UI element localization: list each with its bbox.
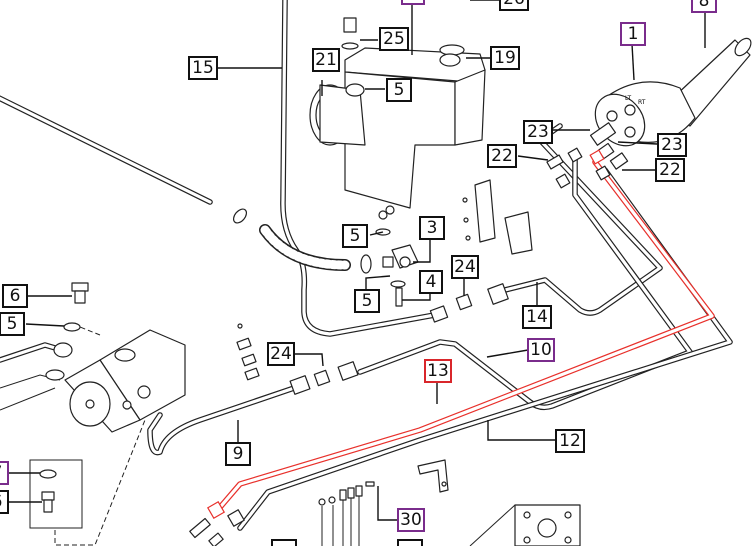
- banjo-fitting-3: [375, 210, 419, 307]
- callout-3[interactable]: 3: [419, 216, 445, 240]
- pipe-13-highlighted: [213, 159, 715, 515]
- svg-text:1: 1: [628, 24, 639, 44]
- callout-7[interactable]: 7: [0, 461, 9, 485]
- svg-text:25: 25: [383, 29, 405, 49]
- callout-24-lower[interactable]: 24: [267, 342, 295, 366]
- callout-6[interactable]: 6: [2, 284, 28, 308]
- callout-5-tank[interactable]: 5: [386, 78, 412, 102]
- svg-text:22: 22: [659, 160, 681, 180]
- callout-21[interactable]: 21: [312, 48, 340, 72]
- callout-bottom-mid[interactable]: [397, 539, 423, 546]
- steering-valve-unit: LT RT: [589, 37, 752, 170]
- svg-text:7: 7: [0, 463, 2, 483]
- callout-5-hose[interactable]: 5: [342, 224, 368, 248]
- callout-23-right[interactable]: 23: [657, 133, 687, 157]
- svg-text:23: 23: [661, 135, 683, 155]
- callout-26[interactable]: 26: [499, 0, 529, 11]
- callout-22-right[interactable]: 22: [655, 158, 685, 182]
- small-bracket: [417, 459, 449, 493]
- svg-text:8: 8: [699, 0, 710, 11]
- oil-tank: [309, 44, 486, 215]
- callout-6-left[interactable]: 6: [0, 490, 9, 514]
- callout-15[interactable]: 15: [188, 56, 218, 80]
- svg-text:13: 13: [427, 361, 449, 381]
- svg-text:3: 3: [427, 218, 438, 238]
- svg-text:19: 19: [494, 48, 516, 68]
- callout-9[interactable]: 9: [225, 442, 251, 466]
- svg-text:10: 10: [530, 340, 552, 360]
- callout-19[interactable]: 19: [490, 46, 520, 70]
- valve-marking-rt: RT: [638, 99, 646, 106]
- callout-12[interactable]: 12: [555, 429, 585, 453]
- callout-4[interactable]: 4: [419, 270, 443, 294]
- callout-top-purple[interactable]: [401, 0, 425, 5]
- pipe-9: [147, 383, 303, 456]
- svg-text:6: 6: [0, 492, 2, 512]
- svg-text:5: 5: [350, 226, 361, 246]
- callout-14[interactable]: 14: [522, 305, 552, 329]
- svg-text:12: 12: [559, 431, 581, 451]
- svg-text:6: 6: [10, 286, 21, 306]
- callout-8[interactable]: 8: [691, 0, 717, 13]
- svg-text:24: 24: [454, 257, 476, 277]
- adapter-24-lower: [289, 361, 359, 395]
- svg-text:5: 5: [362, 291, 373, 311]
- mounting-plate: [469, 504, 581, 546]
- pipe-10: [357, 157, 693, 411]
- svg-text:14: 14: [526, 307, 548, 327]
- callout-13[interactable]: 13: [424, 359, 452, 383]
- pipe-14: [502, 123, 663, 316]
- callout-30[interactable]: 30: [397, 508, 425, 532]
- pipe-clamps: [236, 323, 260, 381]
- svg-text:5: 5: [7, 314, 18, 334]
- svg-text:21: 21: [315, 50, 337, 70]
- svg-text:22: 22: [491, 146, 513, 166]
- pipe-15: [280, 0, 443, 337]
- svg-text:24: 24: [270, 344, 292, 364]
- svg-text:23: 23: [527, 122, 549, 142]
- svg-text:30: 30: [400, 510, 422, 530]
- hydraulic-pump: [64, 324, 186, 433]
- callout-22-left[interactable]: 22: [487, 144, 517, 168]
- svg-text:26: 26: [503, 0, 525, 9]
- shims-and-screw: [189, 481, 375, 546]
- mounting-bracket: [462, 179, 533, 255]
- hydraulic-hose: [232, 208, 372, 274]
- banjo-bolt-6: [45, 282, 89, 381]
- adapter-24-upper: [429, 283, 509, 323]
- callout-1[interactable]: 1: [620, 22, 646, 46]
- steering-rod: [0, 95, 213, 205]
- callout-5-pump[interactable]: 5: [0, 312, 25, 336]
- drain-plug-detail: [29, 419, 146, 546]
- callout-bottom-left[interactable]: [271, 539, 297, 546]
- leader-lines: [8, 0, 706, 521]
- svg-text:9: 9: [233, 444, 244, 464]
- callout-10[interactable]: 10: [527, 338, 555, 362]
- callout-25[interactable]: 25: [379, 27, 409, 51]
- fittings-22-23: [546, 147, 611, 189]
- svg-text:5: 5: [394, 80, 405, 100]
- svg-text:15: 15: [192, 58, 214, 78]
- svg-text:4: 4: [426, 272, 437, 292]
- callout-23-left[interactable]: 23: [523, 120, 553, 144]
- valve-marking-lt: LT: [625, 95, 632, 102]
- callout-5-bolt[interactable]: 5: [354, 289, 380, 313]
- plug-25: [341, 17, 359, 50]
- callout-24-upper[interactable]: 24: [451, 255, 479, 279]
